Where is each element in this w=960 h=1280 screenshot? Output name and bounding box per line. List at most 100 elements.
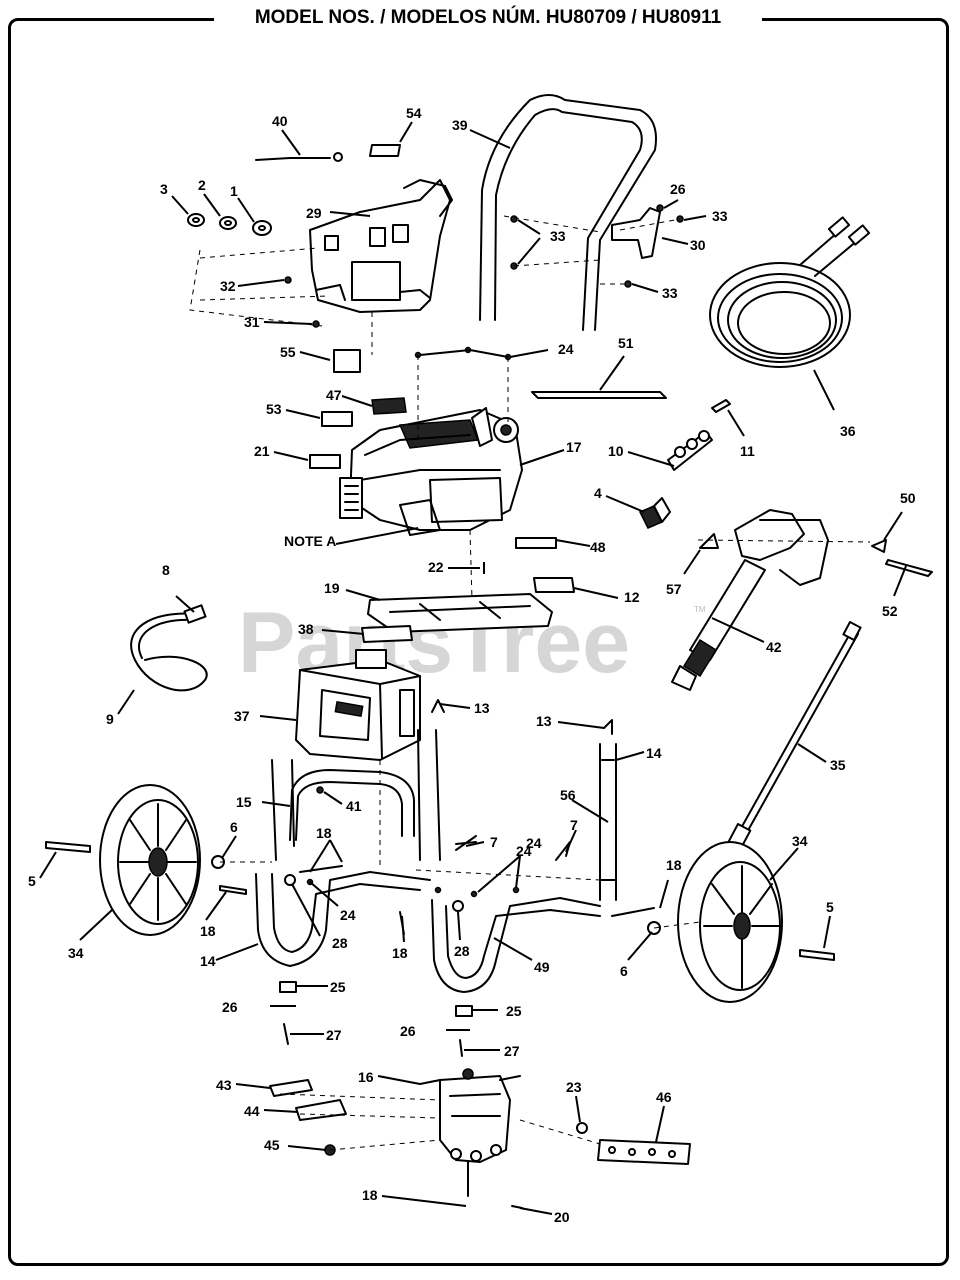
callout-31: 31	[244, 314, 260, 330]
part-53-label	[321, 411, 353, 427]
part-32-screw	[284, 276, 292, 284]
callout-43: 43	[216, 1077, 232, 1093]
page-title: MODEL NOS. / MODELOS NÚM. HU80709 / HU80…	[214, 4, 762, 32]
part-18-bolt-right	[611, 907, 655, 917]
part-34-wheel-left	[99, 784, 201, 936]
callout-37: 37	[234, 708, 250, 724]
part-28-washer-left	[284, 874, 296, 886]
callout-35: 35	[830, 757, 846, 773]
callout-24-a: 24	[558, 341, 574, 357]
callout-26-b: 26	[400, 1023, 416, 1039]
part-35-wand	[726, 621, 862, 851]
callout-44: 44	[244, 1103, 260, 1119]
part-18-bolt-left	[219, 885, 247, 895]
part-10-holder	[667, 430, 713, 471]
callout-14-b: 14	[200, 953, 216, 969]
callout-46: 46	[656, 1089, 672, 1105]
part-40-connector	[333, 152, 343, 162]
callout-18-b: 18	[666, 857, 682, 873]
callout-19: 19	[324, 580, 340, 596]
callout-33-a: 33	[712, 208, 728, 224]
callouts: 40 54 39 3 2 1 29 26 33 30 33 32 33 31 5…	[28, 105, 916, 1225]
callout-22: 22	[428, 559, 444, 575]
callout-36: 36	[840, 423, 856, 439]
callout-12: 12	[624, 589, 640, 605]
callout-27-a: 27	[326, 1027, 342, 1043]
part-17-engine	[339, 407, 523, 536]
part-49-tube-right	[431, 897, 601, 993]
part-13-hook-right	[603, 719, 613, 735]
callout-25-a: 25	[330, 979, 346, 995]
callout-1: 1	[230, 183, 238, 199]
callout-50: 50	[900, 490, 916, 506]
part-48-label	[515, 537, 557, 549]
callout-30: 30	[690, 237, 706, 253]
callout-51: 51	[618, 335, 634, 351]
callout-7-a: 7	[570, 817, 578, 833]
part-47-label	[371, 397, 407, 415]
callout-11: 11	[740, 443, 755, 459]
part-57-label	[699, 533, 719, 549]
callout-38: 38	[298, 621, 314, 637]
leader-lines	[39, 121, 907, 1215]
assembly-lines	[189, 215, 871, 1151]
part-30-hose-hook	[611, 207, 661, 259]
part-42-spray-gun	[671, 509, 829, 691]
callout-49: 49	[534, 959, 550, 975]
callout-5-b: 5	[826, 899, 834, 915]
callout-29: 29	[306, 205, 322, 221]
part-18-bolt-top	[299, 865, 343, 873]
part-13-hook-left	[431, 699, 445, 713]
callout-18-c: 18	[200, 923, 216, 939]
part-54-label	[369, 144, 401, 157]
callout-13-b: 13	[536, 713, 552, 729]
callout-33-c: 33	[662, 285, 678, 301]
part-8-fitting	[183, 604, 207, 624]
callout-54: 54	[406, 105, 422, 121]
callout-27-b: 27	[504, 1043, 520, 1059]
callout-24-b: 24	[516, 843, 532, 859]
callout-13-a: 13	[474, 700, 490, 716]
part-15-frame	[271, 729, 441, 861]
callout-32: 32	[220, 278, 236, 294]
callout-6-a: 6	[230, 819, 238, 835]
part-33-screws	[510, 215, 684, 288]
part-23-fitting	[576, 1122, 588, 1134]
callout-25-b: 25	[506, 1003, 522, 1019]
part-46-kit	[597, 1139, 691, 1165]
part-11-clip	[711, 399, 731, 413]
callout-10: 10	[608, 443, 624, 459]
part-26-screw	[656, 204, 664, 212]
callout-18-d: 18	[392, 945, 408, 961]
callout-41: 41	[346, 798, 362, 814]
callout-24-c: 24	[340, 907, 356, 923]
callout-55: 55	[280, 344, 296, 360]
part-27-bolt-left	[283, 1023, 289, 1045]
callout-4: 4	[594, 485, 602, 501]
part-14-tube-left	[255, 871, 431, 967]
part-19-engine-base	[367, 593, 553, 633]
callout-26: 26	[670, 181, 686, 197]
callout-42: 42	[766, 639, 782, 655]
callout-20: 20	[554, 1209, 570, 1225]
callout-47: 47	[326, 387, 342, 403]
callout-28-a: 28	[332, 935, 348, 951]
part-7-pin-right	[555, 841, 571, 861]
callout-56: 56	[560, 787, 576, 803]
callout-5-a: 5	[28, 873, 36, 889]
callout-45: 45	[264, 1137, 280, 1153]
callout-18-a: 18	[316, 825, 332, 841]
part-52-label	[885, 559, 933, 577]
callout-6-b: 6	[620, 963, 628, 979]
parts-drawings	[45, 94, 933, 1209]
part-43-plug	[269, 1079, 313, 1097]
callout-33-b: 33	[550, 228, 566, 244]
callout-53: 53	[266, 401, 282, 417]
callout-15: 15	[236, 794, 252, 810]
callout-9: 9	[106, 711, 114, 727]
callout-8: 8	[162, 562, 170, 578]
part-12-label	[533, 577, 575, 593]
callout-14-a: 14	[646, 745, 662, 761]
part-21-label	[309, 454, 341, 469]
